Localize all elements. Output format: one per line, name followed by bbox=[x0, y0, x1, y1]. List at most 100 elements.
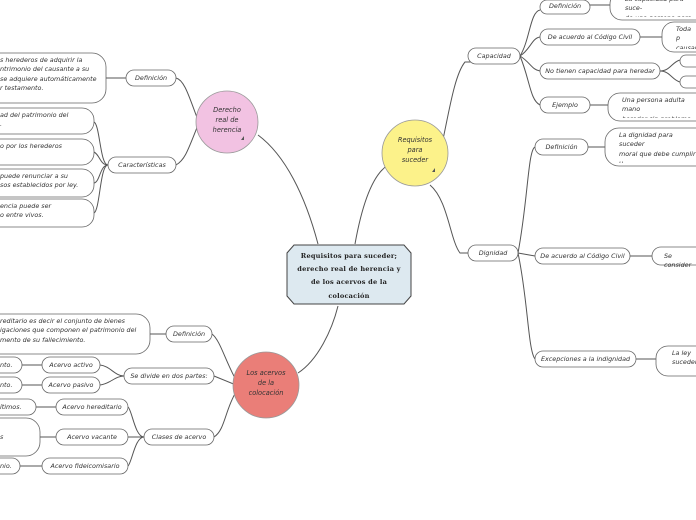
cap-cod-text-box bbox=[661, 21, 696, 53]
activo-text-box bbox=[0, 356, 23, 374]
edge-cap-def bbox=[519, 9, 541, 57]
pasivo-box bbox=[41, 376, 101, 394]
edge-acervos-divide bbox=[213, 375, 237, 386]
dig-cod-text: Se consider bbox=[664, 252, 692, 270]
acervos-def-box bbox=[165, 325, 213, 343]
cap-cod-label[interactable]: De acuerdo al Código Civil bbox=[547, 33, 633, 41]
dig-exc-box bbox=[534, 350, 637, 368]
derecho-node-shape[interactable] bbox=[195, 90, 259, 154]
edge-dig-def bbox=[517, 146, 536, 254]
derecho-car-box bbox=[107, 156, 177, 174]
derecho-def-box bbox=[125, 69, 177, 87]
vac-box bbox=[55, 428, 129, 446]
capacidad-label[interactable]: Capacidad bbox=[477, 52, 511, 60]
car-item-2: o por los herederos bbox=[0, 142, 63, 150]
hered-text: ítimos. bbox=[0, 403, 22, 411]
capacidad-box bbox=[467, 47, 521, 65]
acervos-divide-label[interactable]: Se divide en dos partes: bbox=[130, 372, 208, 380]
fidei-label[interactable]: Acervo fideicomisario bbox=[50, 462, 120, 470]
activo-box bbox=[41, 356, 101, 374]
dig-def-box bbox=[534, 138, 589, 156]
edge-cap-nocap bbox=[519, 55, 541, 72]
dignidad-label[interactable]: Dignidad bbox=[478, 249, 508, 257]
clases-label[interactable]: Clases de acervo bbox=[151, 433, 207, 441]
edge-derecho-def bbox=[175, 77, 199, 121]
car-item-4: encia puede ser o entre vivos. bbox=[0, 202, 52, 220]
vac-label[interactable]: Acervo vacante bbox=[67, 433, 117, 441]
cap-ejemplo-text: Una persona adulta mano heredar sin prob… bbox=[622, 96, 693, 118]
edge-acervos-clases bbox=[213, 391, 237, 438]
edge-car-1 bbox=[93, 121, 109, 166]
edge-dig-exc bbox=[517, 252, 536, 360]
edge-derecho-car bbox=[175, 124, 199, 166]
clases-box bbox=[143, 428, 215, 446]
edge-dig-cod bbox=[517, 252, 536, 257]
hered-box bbox=[55, 398, 129, 416]
fidei-text: nio. bbox=[0, 462, 12, 470]
cap-nocap-box bbox=[539, 62, 661, 80]
pasivo-text: nto. bbox=[0, 381, 13, 389]
edge-clases-fidei bbox=[127, 436, 145, 467]
edge-car-4 bbox=[93, 164, 109, 214]
nocap-a-box bbox=[679, 54, 696, 68]
hered-label[interactable]: Acervo hereditario bbox=[62, 403, 122, 411]
dig-def-text: La dignidad para suceder moral que debe … bbox=[619, 131, 696, 163]
derecho-def-text: s herederos de adquirir la ntrimonio del… bbox=[0, 56, 97, 92]
cap-def-label[interactable]: Definición bbox=[548, 2, 582, 10]
dig-def-label[interactable]: Definición bbox=[545, 143, 578, 151]
acervos-title[interactable]: Los acervos de la colocación bbox=[246, 369, 286, 397]
center-node-shape[interactable] bbox=[286, 244, 412, 305]
cap-cod-text: Toda p causan bbox=[676, 25, 696, 49]
activo-text: nto. bbox=[0, 361, 13, 369]
note-marker-icon bbox=[241, 136, 244, 140]
nocap-b-box bbox=[679, 75, 696, 89]
fidei-box bbox=[41, 457, 129, 475]
edge-nocap-b bbox=[659, 70, 681, 83]
derecho-car-label[interactable]: Características bbox=[118, 161, 166, 169]
center-title[interactable]: Requisitos para suceder; derecho real de… bbox=[297, 252, 401, 300]
dig-exc-label[interactable]: Excepciones a la indignidad bbox=[540, 355, 631, 363]
requisitos-title[interactable]: Requisitos para suceder bbox=[397, 136, 433, 164]
car-4-box bbox=[0, 198, 95, 228]
edge-car-2 bbox=[93, 151, 109, 166]
acervos-def-text-box bbox=[0, 313, 151, 355]
dignidad-box bbox=[467, 244, 519, 262]
cap-nocap-label[interactable]: No tienen capacidad para heredar bbox=[545, 67, 655, 75]
cap-ejemplo-label[interactable]: Ejemplo bbox=[552, 101, 578, 109]
acervos-def-text: reditario es decir el conjunto de bienes… bbox=[0, 317, 137, 344]
acervos-def-label[interactable]: Definición bbox=[172, 330, 206, 338]
cap-ejemplo-text-box bbox=[607, 92, 696, 122]
edge-center-acervos bbox=[297, 305, 339, 374]
pasivo-label[interactable]: Acervo pasivo bbox=[48, 381, 94, 389]
car-1-box bbox=[0, 107, 95, 135]
cap-cod-box bbox=[539, 28, 641, 46]
dig-cod-label[interactable]: De acuerdo al Código Civil bbox=[540, 252, 625, 260]
car-2-box bbox=[0, 138, 95, 166]
car-3-box bbox=[0, 168, 95, 198]
acervos-divide-box bbox=[123, 367, 215, 385]
activo-label[interactable]: Acervo activo bbox=[49, 361, 93, 369]
dig-def-text-box bbox=[604, 127, 696, 167]
cap-def-text-box bbox=[609, 0, 696, 21]
edge-nocap-a bbox=[659, 59, 681, 72]
edge-divide-activo bbox=[99, 364, 125, 377]
dig-exc-text-box bbox=[655, 345, 696, 377]
hered-text-box bbox=[0, 398, 37, 416]
edge-center-derecho bbox=[257, 134, 319, 245]
dig-exc-text: La ley suceder. bbox=[672, 349, 696, 367]
requisitos-node-shape[interactable] bbox=[381, 119, 449, 187]
derecho-title[interactable]: Derecho real de herencia bbox=[212, 106, 242, 134]
derecho-def-text-box bbox=[0, 52, 107, 104]
derecho-def-label[interactable]: Definición bbox=[134, 74, 168, 82]
edge-divide-pasivo bbox=[99, 375, 125, 386]
acervos-node-shape[interactable] bbox=[232, 351, 300, 419]
cap-ejemplo-box bbox=[539, 96, 591, 114]
car-item-1: ad del patrimonio del . bbox=[0, 111, 69, 129]
cap-def-box bbox=[539, 0, 591, 15]
edge-center-requisitos bbox=[354, 164, 389, 245]
edge-requisitos-dignidad bbox=[429, 184, 500, 254]
dig-cod-text-box bbox=[651, 246, 696, 266]
edge-acervos-def bbox=[211, 333, 237, 381]
cap-def-text: La capacidad para suce- de una persona p… bbox=[625, 0, 691, 17]
